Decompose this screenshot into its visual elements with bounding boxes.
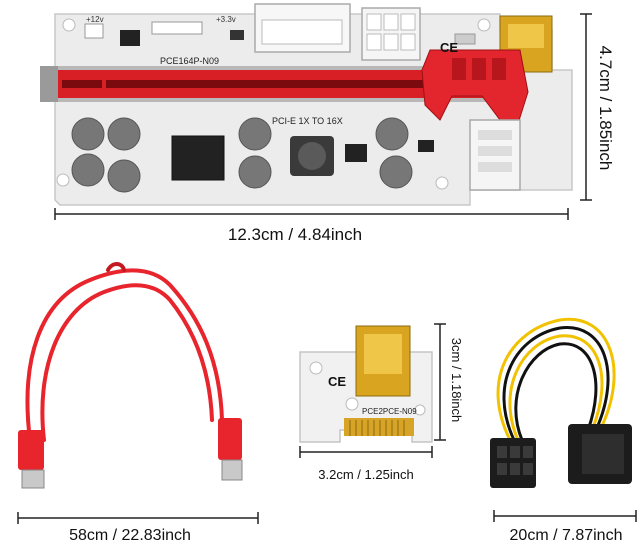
six-pin-connector bbox=[361, 7, 421, 61]
pcie-6pin-plug bbox=[490, 438, 536, 488]
power-length-label: 20cm / 7.87inch bbox=[510, 527, 623, 544]
voltage-regulator bbox=[171, 135, 225, 181]
adapter-height-label: 3cm / 1.18inch bbox=[449, 338, 464, 423]
sata-power-plug bbox=[568, 424, 632, 484]
usb-plug-left bbox=[18, 430, 45, 489]
board-model-label: PCE164P-N09 bbox=[160, 56, 219, 66]
power-dimension-line bbox=[493, 510, 637, 522]
adapter-card bbox=[299, 325, 433, 443]
red-power-connector bbox=[421, 49, 529, 131]
board-slot-label: PCI-E 1X TO 16X bbox=[272, 116, 343, 126]
board-width-label: 12.3cm / 4.84inch bbox=[228, 225, 362, 244]
riser-board bbox=[40, 3, 573, 206]
cable-dimension-line bbox=[17, 512, 259, 524]
adapter-dimension-lines bbox=[299, 323, 446, 458]
usb-cable bbox=[25, 262, 224, 442]
adapter-model-label: PCE2PCE-N09 bbox=[362, 407, 417, 416]
usb-plug-right bbox=[218, 418, 243, 481]
adapter-width-label: 3.2cm / 1.25inch bbox=[318, 467, 413, 482]
capacitors bbox=[71, 117, 413, 193]
v33-label: +3.3v bbox=[216, 15, 236, 24]
usb3-port bbox=[499, 15, 553, 73]
sata-power-header bbox=[469, 119, 521, 191]
board-ce-mark: CE bbox=[440, 40, 458, 55]
board-dimension-lines bbox=[54, 13, 592, 220]
v12-label: +12v bbox=[86, 15, 104, 24]
adapter-ce-mark: CE bbox=[328, 374, 346, 389]
ic-chip bbox=[345, 144, 367, 162]
cable-length-label: 58cm / 22.83inch bbox=[69, 527, 191, 544]
smd-components bbox=[84, 21, 476, 46]
power-cable bbox=[496, 317, 616, 442]
board-height-label: 4.7cm / 1.85inch bbox=[596, 46, 615, 171]
molex-connector bbox=[254, 3, 351, 53]
